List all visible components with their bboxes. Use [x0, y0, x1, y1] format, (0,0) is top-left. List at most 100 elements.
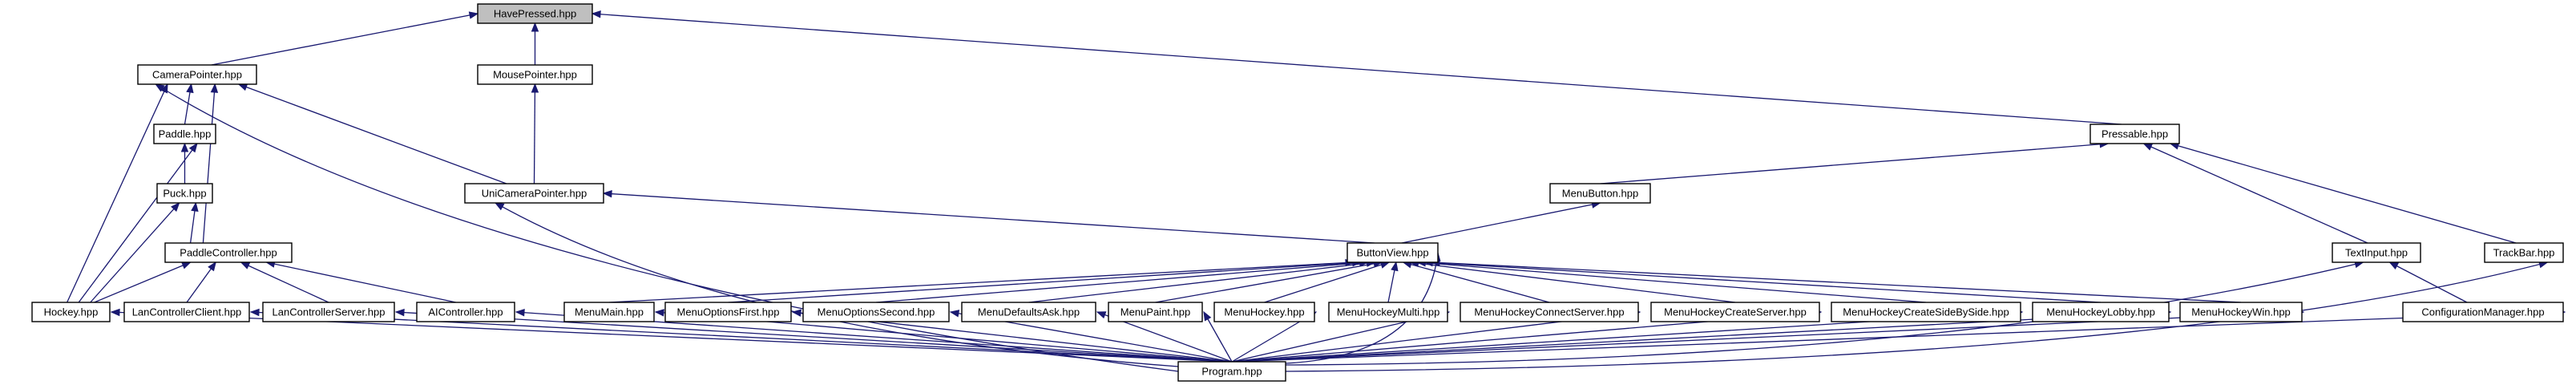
edge-arrowhead: [1203, 310, 1212, 322]
node-label: TextInput.hpp: [2345, 247, 2408, 259]
node-menuhockeymulti[interactable]: MenuHockeyMulti.hpp: [1328, 302, 1448, 322]
node-label: MenuHockey.hpp: [1224, 306, 1304, 318]
node-label: Program.hpp: [1201, 366, 1262, 378]
node-label: MenuHockeyMulti.hpp: [1337, 306, 1440, 318]
node-aicontroller[interactable]: AIController.hpp: [416, 302, 515, 322]
node-menuoptionssecond[interactable]: MenuOptionsSecond.hpp: [802, 302, 950, 322]
edge-arrowhead: [155, 83, 165, 92]
edge-menupaint-to-buttonview: [1155, 261, 1383, 303]
node-puck[interactable]: Puck.hpp: [156, 183, 213, 204]
node-configurationmanager[interactable]: ConfigurationManager.hpp: [2402, 302, 2564, 322]
node-box: [31, 302, 111, 322]
edge-menuhockeycreatesidebyside-to-buttonview: [1417, 261, 1927, 303]
node-menuhockeycreateserver[interactable]: MenuHockeyCreateServer.hpp: [1650, 302, 1820, 322]
node-menuhockeylobby[interactable]: MenuHockeyLobby.hpp: [2032, 302, 2170, 322]
node-mousepointer[interactable]: MousePointer.hpp: [477, 64, 593, 85]
edge-arrowhead: [654, 309, 664, 317]
node-havepressed[interactable]: HavePressed.hpp: [477, 3, 593, 24]
node-box: [153, 124, 216, 144]
node-box: [477, 64, 593, 85]
node-program[interactable]: Program.hpp: [1177, 361, 1286, 382]
node-box: [563, 302, 655, 322]
edge-arrowhead: [494, 202, 505, 211]
node-label: MenuHockeyConnectServer.hpp: [1474, 306, 1624, 318]
node-box: [137, 64, 257, 85]
edge-hockey-to-paddlecontroller: [94, 261, 191, 303]
node-box: [156, 183, 213, 204]
edge-program-to-configurationmanager: [1231, 311, 2566, 363]
edge-program-to-lancontrollerclient: [250, 311, 1233, 363]
node-box: [2179, 302, 2303, 322]
node-box: [123, 302, 250, 322]
edge-arrowhead: [949, 310, 960, 318]
node-buttonview[interactable]: ButtonView.hpp: [1347, 242, 1439, 263]
node-lancontrollerclient[interactable]: LanControllerClient.hpp: [123, 302, 250, 322]
node-box: [1328, 302, 1448, 322]
node-label: AIController.hpp: [428, 306, 503, 318]
edge-menuhockeycreateserver-to-buttonview: [1410, 261, 1736, 303]
node-menuhockeyconnectserver[interactable]: MenuHockeyConnectServer.hpp: [1460, 302, 1639, 322]
edge-arrowhead: [2388, 261, 2400, 270]
node-menudefaultsask[interactable]: MenuDefaultsAsk.hpp: [961, 302, 1096, 322]
node-menuhockey[interactable]: MenuHockey.hpp: [1213, 302, 1315, 322]
node-menumain[interactable]: MenuMain.hpp: [563, 302, 655, 322]
edge-aicontroller-to-paddlecontroller: [266, 261, 456, 303]
node-label: TrackBar.hpp: [2493, 247, 2555, 259]
node-box: [1460, 302, 1639, 322]
node-menupaint[interactable]: MenuPaint.hpp: [1108, 302, 1203, 322]
node-label: CameraPointer.hpp: [152, 69, 242, 81]
node-textinput[interactable]: TextInput.hpp: [2332, 242, 2421, 263]
node-label: MousePointer.hpp: [493, 69, 577, 81]
edge-trackbar-to-pressable: [2170, 143, 2517, 244]
node-camerapointer[interactable]: CameraPointer.hpp: [137, 64, 257, 85]
edge-arrowhead: [468, 11, 479, 19]
node-label: MenuDefaultsAsk.hpp: [978, 306, 1080, 318]
edge-unicamerapointer-to-camerapointer: [238, 83, 507, 184]
node-box: [2332, 242, 2421, 263]
node-paddlecontroller[interactable]: PaddleController.hpp: [164, 242, 293, 263]
node-pressable[interactable]: Pressable.hpp: [2089, 124, 2180, 144]
node-box: [1108, 302, 1203, 322]
node-box: [1650, 302, 1820, 322]
node-unicamerapointer[interactable]: UniCameraPointer.hpp: [464, 183, 604, 204]
node-paddle[interactable]: Paddle.hpp: [153, 124, 216, 144]
edge-program-to-lancontrollerserver: [395, 311, 1233, 363]
edge-program-to-trackbar: [1285, 261, 2548, 372]
edge-arrowhead: [180, 142, 189, 152]
edge-hockey-to-paddle: [78, 143, 198, 303]
node-box: [664, 302, 792, 322]
node-box: [2484, 242, 2564, 263]
edge-arrowhead: [237, 83, 248, 91]
edge-menuhockey-to-buttonview: [1264, 261, 1390, 303]
node-label: Hockey.hpp: [44, 306, 99, 318]
node-label: MenuPaint.hpp: [1120, 306, 1190, 318]
node-lancontrollerserver[interactable]: LanControllerServer.hpp: [262, 302, 395, 322]
node-menuhockeywin[interactable]: MenuHockeyWin.hpp: [2179, 302, 2303, 322]
edge-arrowhead: [110, 308, 120, 317]
edge-arrowhead: [515, 309, 525, 317]
edge-buttonview-to-menubutton: [1401, 202, 1601, 244]
edge-hockey-to-puck: [90, 202, 180, 303]
node-menubutton[interactable]: MenuButton.hpp: [1549, 183, 1651, 204]
edge-menuoptionsfirst-to-buttonview: [728, 261, 1361, 303]
node-label: LanControllerClient.hpp: [132, 306, 242, 318]
node-menuoptionsfirst[interactable]: MenuOptionsFirst.hpp: [664, 302, 792, 322]
node-box: [164, 242, 293, 263]
edge-paddlecontroller-to-camerapointer: [202, 83, 216, 244]
node-box: [1177, 361, 1286, 382]
node-box: [464, 183, 604, 204]
edge-arrowhead: [171, 201, 180, 212]
node-hockey[interactable]: Hockey.hpp: [31, 302, 111, 322]
node-menuhockeycreatesidebyside[interactable]: MenuHockeyCreateSideBySide.hpp: [1831, 302, 2021, 322]
edge-arrowhead: [531, 22, 539, 32]
node-label: UniCameraPointer.hpp: [482, 188, 587, 200]
node-trackbar[interactable]: TrackBar.hpp: [2484, 242, 2564, 263]
edge-menuhockeyconnectserver-to-buttonview: [1403, 261, 1550, 303]
edge-menumain-to-buttonview: [608, 261, 1355, 303]
edge-arrowhead: [1096, 311, 1107, 319]
node-box: [961, 302, 1096, 322]
node-box: [1831, 302, 2021, 322]
node-box: [2089, 124, 2180, 144]
node-label: Pressable.hpp: [2102, 128, 2168, 140]
